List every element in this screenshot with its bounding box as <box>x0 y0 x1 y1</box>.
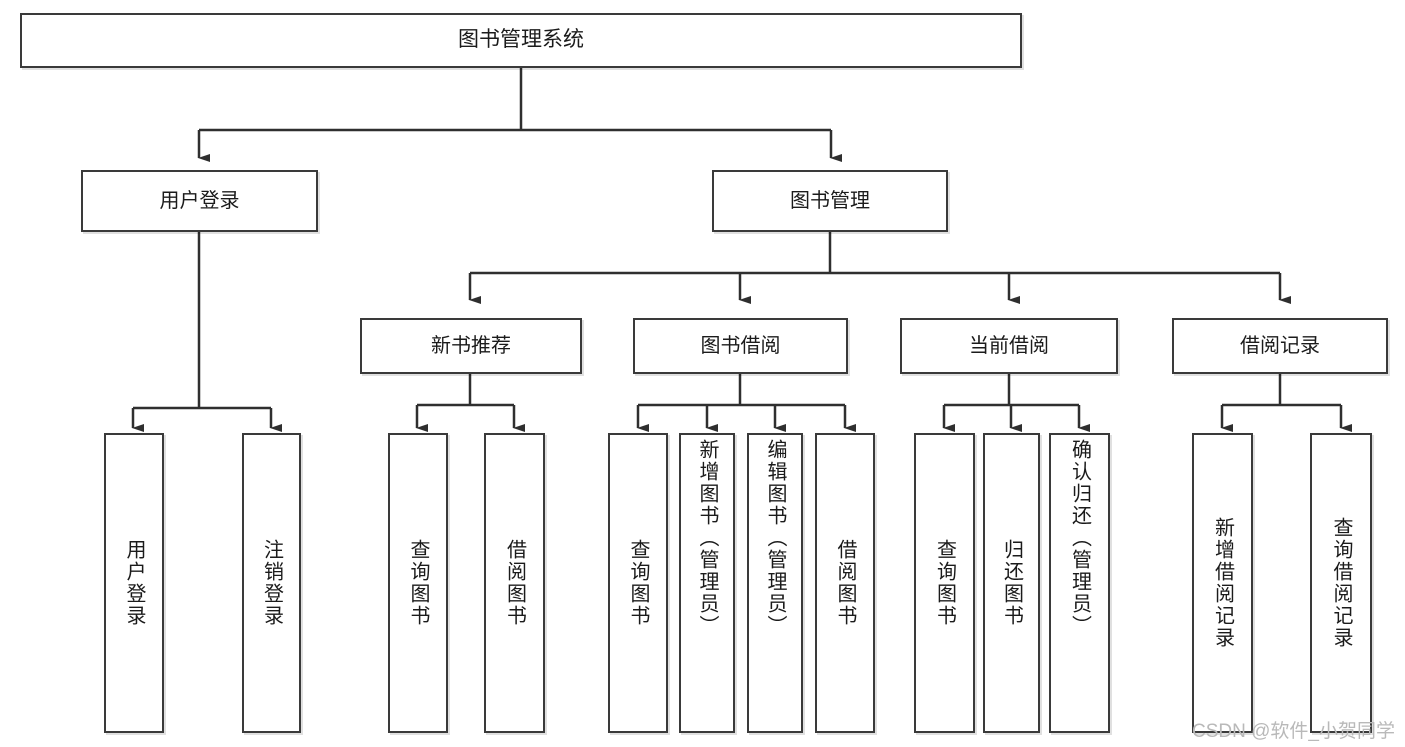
node-current-borrow-label: 当前借阅 <box>969 334 1049 357</box>
node-new-book-recommend-label: 新书推荐 <box>431 334 511 357</box>
node-leaf-return-book[interactable]: 归还图书 <box>983 433 1040 733</box>
node-leaf-logout-login-label: 注销登录 <box>260 539 283 627</box>
node-leaf-confirm-return[interactable]: 确认归还（管理员） <box>1049 433 1110 733</box>
node-leaf-add-record[interactable]: 新增借阅记录 <box>1192 433 1253 733</box>
node-leaf-borrow-book-1[interactable]: 借阅图书 <box>484 433 545 733</box>
node-leaf-borrow-book-2[interactable]: 借阅图书 <box>815 433 875 733</box>
node-leaf-query-record[interactable]: 查询借阅记录 <box>1310 433 1372 733</box>
node-book-management-label: 图书管理 <box>790 189 870 212</box>
node-leaf-logout-login[interactable]: 注销登录 <box>242 433 301 733</box>
node-leaf-borrow-book-1-label: 借阅图书 <box>503 539 526 627</box>
node-leaf-borrow-book-2-label: 借阅图书 <box>834 539 856 627</box>
node-leaf-query-book-2-label: 查询图书 <box>627 539 649 627</box>
node-root[interactable]: 图书管理系统 <box>20 13 1022 68</box>
watermark: CSDN @软件_小贺同学 <box>1192 721 1395 742</box>
node-leaf-query-book-1[interactable]: 查询图书 <box>388 433 448 733</box>
node-current-borrow[interactable]: 当前借阅 <box>900 318 1118 374</box>
node-user-login[interactable]: 用户登录 <box>81 170 318 232</box>
node-leaf-query-book-1-label: 查询图书 <box>407 539 429 627</box>
node-leaf-query-book-3-label: 查询图书 <box>933 539 956 627</box>
node-root-label: 图书管理系统 <box>458 28 584 52</box>
node-borrow-record[interactable]: 借阅记录 <box>1172 318 1388 374</box>
node-leaf-query-book-2[interactable]: 查询图书 <box>608 433 668 733</box>
node-leaf-query-book-3[interactable]: 查询图书 <box>914 433 975 733</box>
node-leaf-user-login-label: 用户登录 <box>123 539 145 627</box>
node-leaf-add-record-label: 新增借阅记录 <box>1211 517 1234 649</box>
node-user-login-label: 用户登录 <box>159 189 240 212</box>
node-leaf-confirm-return-label: 确认归还（管理员） <box>1068 439 1091 637</box>
node-borrow-record-label: 借阅记录 <box>1240 334 1320 357</box>
node-book-borrow[interactable]: 图书借阅 <box>633 318 848 374</box>
node-new-book-recommend[interactable]: 新书推荐 <box>360 318 582 374</box>
node-leaf-query-record-label: 查询借阅记录 <box>1330 517 1352 649</box>
node-leaf-edit-book[interactable]: 编辑图书（管理员） <box>747 433 803 733</box>
node-leaf-user-login[interactable]: 用户登录 <box>104 433 164 733</box>
node-leaf-add-book[interactable]: 新增图书（管理员） <box>679 433 735 733</box>
node-book-borrow-label: 图书借阅 <box>700 334 781 357</box>
node-leaf-return-book-label: 归还图书 <box>1000 539 1023 627</box>
node-leaf-edit-book-label: 编辑图书（管理员） <box>764 439 786 637</box>
node-leaf-add-book-label: 新增图书（管理员） <box>696 439 718 637</box>
node-book-management[interactable]: 图书管理 <box>712 170 948 232</box>
